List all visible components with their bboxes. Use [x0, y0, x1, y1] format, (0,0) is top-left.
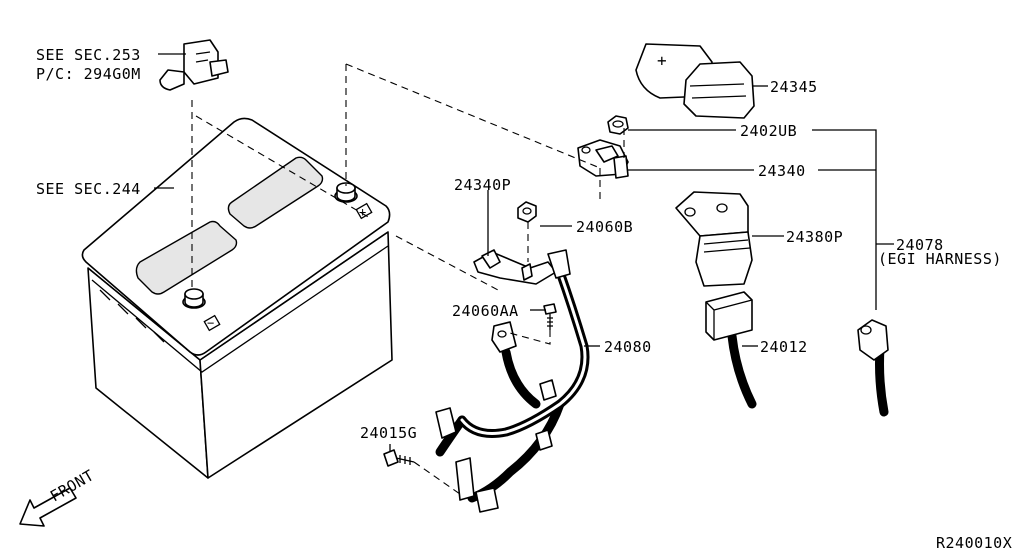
cable-branch-upper	[501, 347, 541, 409]
cable-branch-lower	[467, 399, 565, 503]
label-24012: 24012	[760, 338, 808, 356]
guide-bolt-24060aa	[505, 330, 551, 345]
bolt-24060aa-head	[543, 303, 557, 315]
label-see-sec-253: SEE SEC.253	[36, 46, 141, 64]
fusible-link-24380p	[675, 191, 753, 287]
diagram-code: R240010X	[936, 534, 1012, 552]
bracket-stud	[521, 263, 533, 281]
terminal-screw	[581, 146, 591, 154]
connector-24012-body	[705, 291, 753, 341]
egi-harness-cable	[875, 343, 889, 417]
nut-24060b-body	[517, 201, 537, 223]
positive-terminal-24340	[577, 139, 629, 179]
positive-symbol: +	[359, 205, 367, 219]
cable-ring-hole	[497, 330, 507, 338]
sensor-connector	[209, 59, 229, 77]
battery-rim	[87, 231, 389, 361]
connector-24012-edges	[705, 299, 753, 340]
sensor-detail	[195, 51, 211, 63]
harness-24012-cable	[727, 331, 757, 409]
fusible-link-hole-2	[716, 203, 728, 213]
label-24345: 24345	[770, 78, 818, 96]
negative-symbol: −	[207, 316, 215, 330]
current-sensor-part	[159, 39, 229, 91]
bolt-24015g-thread	[395, 455, 415, 465]
cover-clip	[683, 61, 755, 119]
battery-vent-cap-2	[227, 156, 324, 229]
cable-clamp-1	[539, 379, 557, 401]
label-24340p: 24340P	[454, 176, 511, 194]
battery-ribs	[99, 289, 165, 343]
terminal-bracket-24340p	[473, 249, 557, 285]
label-pc-294g0m: P/C: 294G0M	[36, 65, 141, 83]
fusible-link-body	[695, 231, 753, 287]
cable-end-terminal	[475, 487, 499, 513]
nut-24060b-hole	[522, 207, 532, 215]
cable-highlight	[460, 270, 587, 435]
front-direction-indicator: FRONT	[19, 466, 97, 527]
leader-2402ub-to-24078	[812, 129, 877, 310]
cover-plus-mark: +	[657, 51, 667, 70]
label-24380p: 24380P	[786, 228, 843, 246]
guide-bolt-24015g	[413, 461, 461, 495]
label-24015g: 24015G	[360, 424, 417, 442]
terminal-cover-24345: +	[635, 43, 755, 119]
label-see-sec-244: SEE SEC.244	[36, 180, 141, 198]
fusible-link-top	[675, 191, 749, 237]
guide-bracket-diagonal	[395, 235, 499, 291]
bolt-24060aa-thread	[547, 314, 553, 330]
front-arrow-icon	[19, 487, 77, 527]
label-24078: 24078	[896, 236, 944, 254]
battery-negative-post-top	[184, 288, 204, 300]
bolt-24015g-head	[383, 449, 399, 467]
egi-harness-terminal	[857, 319, 889, 361]
battery-rim-lower	[91, 245, 389, 373]
battery: − +	[81, 117, 393, 479]
nut-body	[607, 115, 629, 135]
cable-main-run	[457, 267, 590, 438]
cable-terminal-top	[547, 249, 571, 279]
cable-clip-left	[435, 407, 457, 439]
label-24080: 24080	[604, 338, 652, 356]
nut-2402ub	[607, 115, 629, 135]
label-2402ub: 2402UB	[740, 122, 797, 140]
terminal-stud	[613, 155, 629, 179]
fusible-link-hole-1	[684, 207, 696, 217]
label-24060b: 24060B	[576, 218, 633, 236]
terminal-bolt-head	[595, 145, 619, 163]
cable-clamp-2	[535, 429, 553, 451]
guide-sensor-diagonal	[195, 115, 371, 219]
harness-connector-24012	[705, 291, 757, 409]
egi-terminal-eye	[860, 325, 872, 335]
nut-24060b	[517, 201, 537, 223]
bolt-24060aa	[543, 303, 557, 330]
sensor-bracket	[159, 69, 185, 91]
battery-vent-cap-1	[135, 220, 238, 295]
battery-cable-24080	[435, 249, 590, 513]
guide-positive-to-terminal	[345, 63, 601, 169]
egi-harness-24078	[857, 319, 889, 417]
bracket-clip	[481, 249, 501, 269]
fusible-link-slots	[703, 239, 751, 253]
negative-mark-box	[203, 314, 221, 332]
battery-positive-post-top	[336, 182, 356, 194]
cable-branch-left	[435, 415, 467, 457]
label-egi-harness: (EGI HARNESS)	[878, 250, 1002, 268]
bolt-24015g	[383, 449, 415, 467]
cover-ridges	[689, 83, 747, 99]
leader-lines	[154, 53, 894, 452]
label-24060aa: 24060AA	[452, 302, 519, 320]
cable-clip-bottom	[455, 457, 475, 501]
assembly-guide-lines	[191, 63, 625, 495]
nut-hole	[612, 120, 624, 128]
label-24340: 24340	[758, 162, 806, 180]
